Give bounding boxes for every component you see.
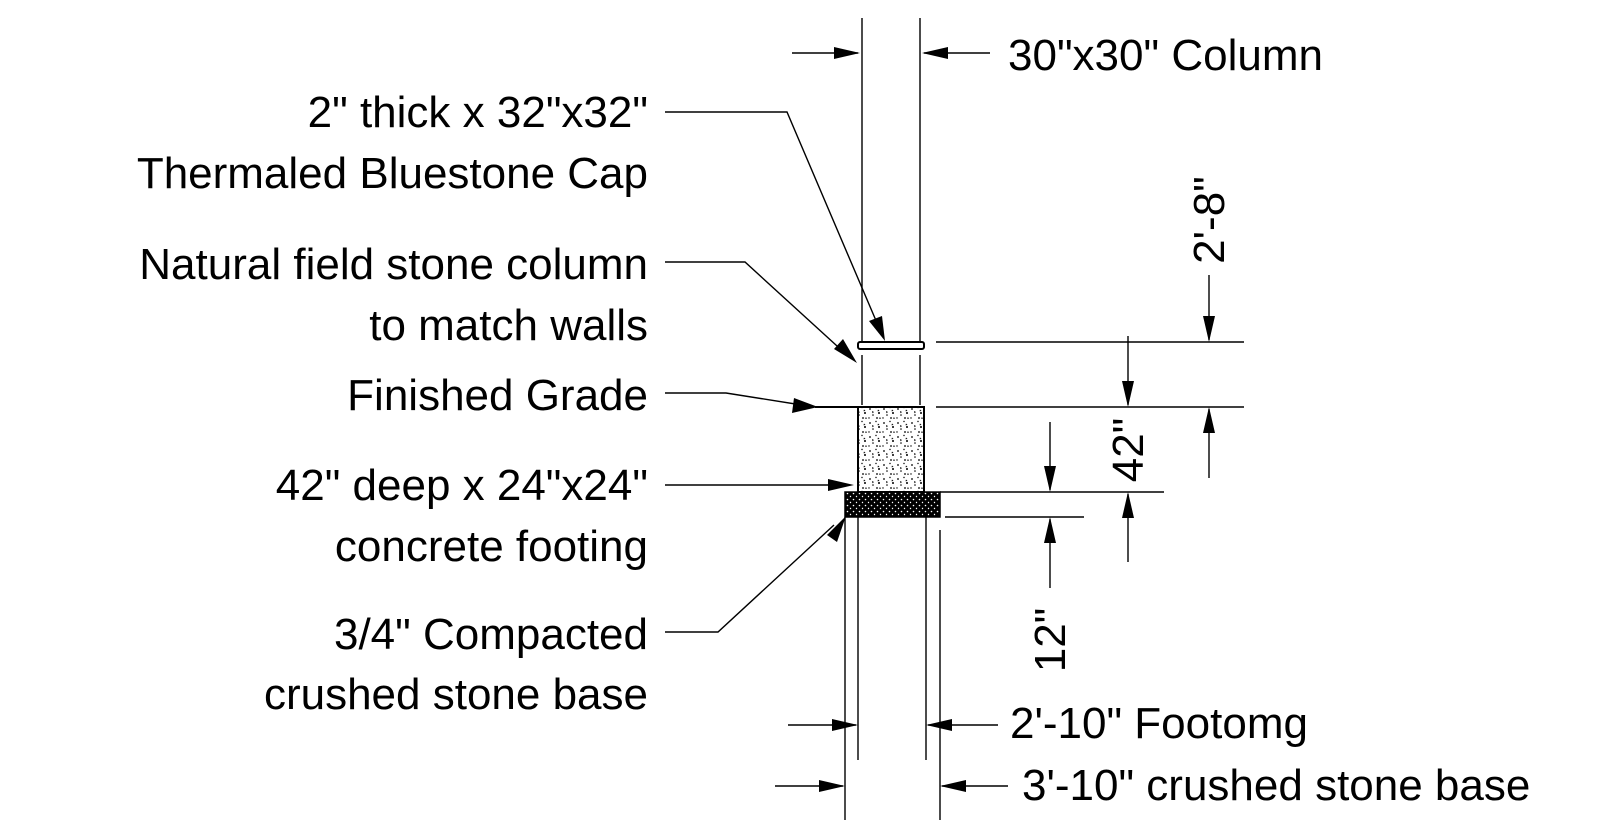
base-label-line1: 3/4" Compacted bbox=[334, 610, 648, 659]
footing-label-line1: 42" deep x 24"x24" bbox=[276, 461, 648, 510]
extension-lines bbox=[844, 341, 1244, 820]
cap-label-line2: Thermaled Bluestone Cap bbox=[137, 149, 648, 198]
leader-stone-column bbox=[665, 261, 857, 363]
footing-label-line2: concrete footing bbox=[335, 522, 648, 571]
stone-column bbox=[861, 18, 921, 405]
grade-label: Finished Grade bbox=[347, 371, 648, 420]
leader-base bbox=[665, 516, 846, 633]
footing-width-dimension bbox=[788, 719, 998, 731]
concrete-footing bbox=[857, 406, 925, 493]
column-height-dimension bbox=[1203, 275, 1215, 478]
leader-grade bbox=[665, 392, 818, 413]
base-width-dimension bbox=[775, 780, 1008, 792]
cap-label-line1: 2" thick x 32"x32" bbox=[308, 88, 648, 137]
leader-footing bbox=[665, 479, 854, 491]
footing-depth-dimension bbox=[1122, 336, 1134, 562]
footing-width-label: 2'-10" Footomg bbox=[1010, 699, 1308, 748]
base-depth-dimension bbox=[1044, 422, 1056, 588]
base-width-label: 3'-10" crushed stone base bbox=[1022, 761, 1530, 810]
footing-depth-text: 42" bbox=[1104, 418, 1153, 483]
base-label-line2: crushed stone base bbox=[264, 670, 648, 719]
leader-cap bbox=[665, 111, 885, 341]
column-label: 30"x30" Column bbox=[1008, 31, 1323, 80]
bluestone-cap bbox=[857, 341, 925, 350]
column-height-text: 2'-8" bbox=[1185, 176, 1234, 264]
column-width-dimension bbox=[792, 47, 990, 59]
base-depth-text: 12" bbox=[1026, 608, 1075, 673]
crushed-stone-base bbox=[844, 491, 941, 518]
stone-label-line2: to match walls bbox=[369, 301, 648, 350]
stone-label-line1: Natural field stone column bbox=[139, 240, 648, 289]
